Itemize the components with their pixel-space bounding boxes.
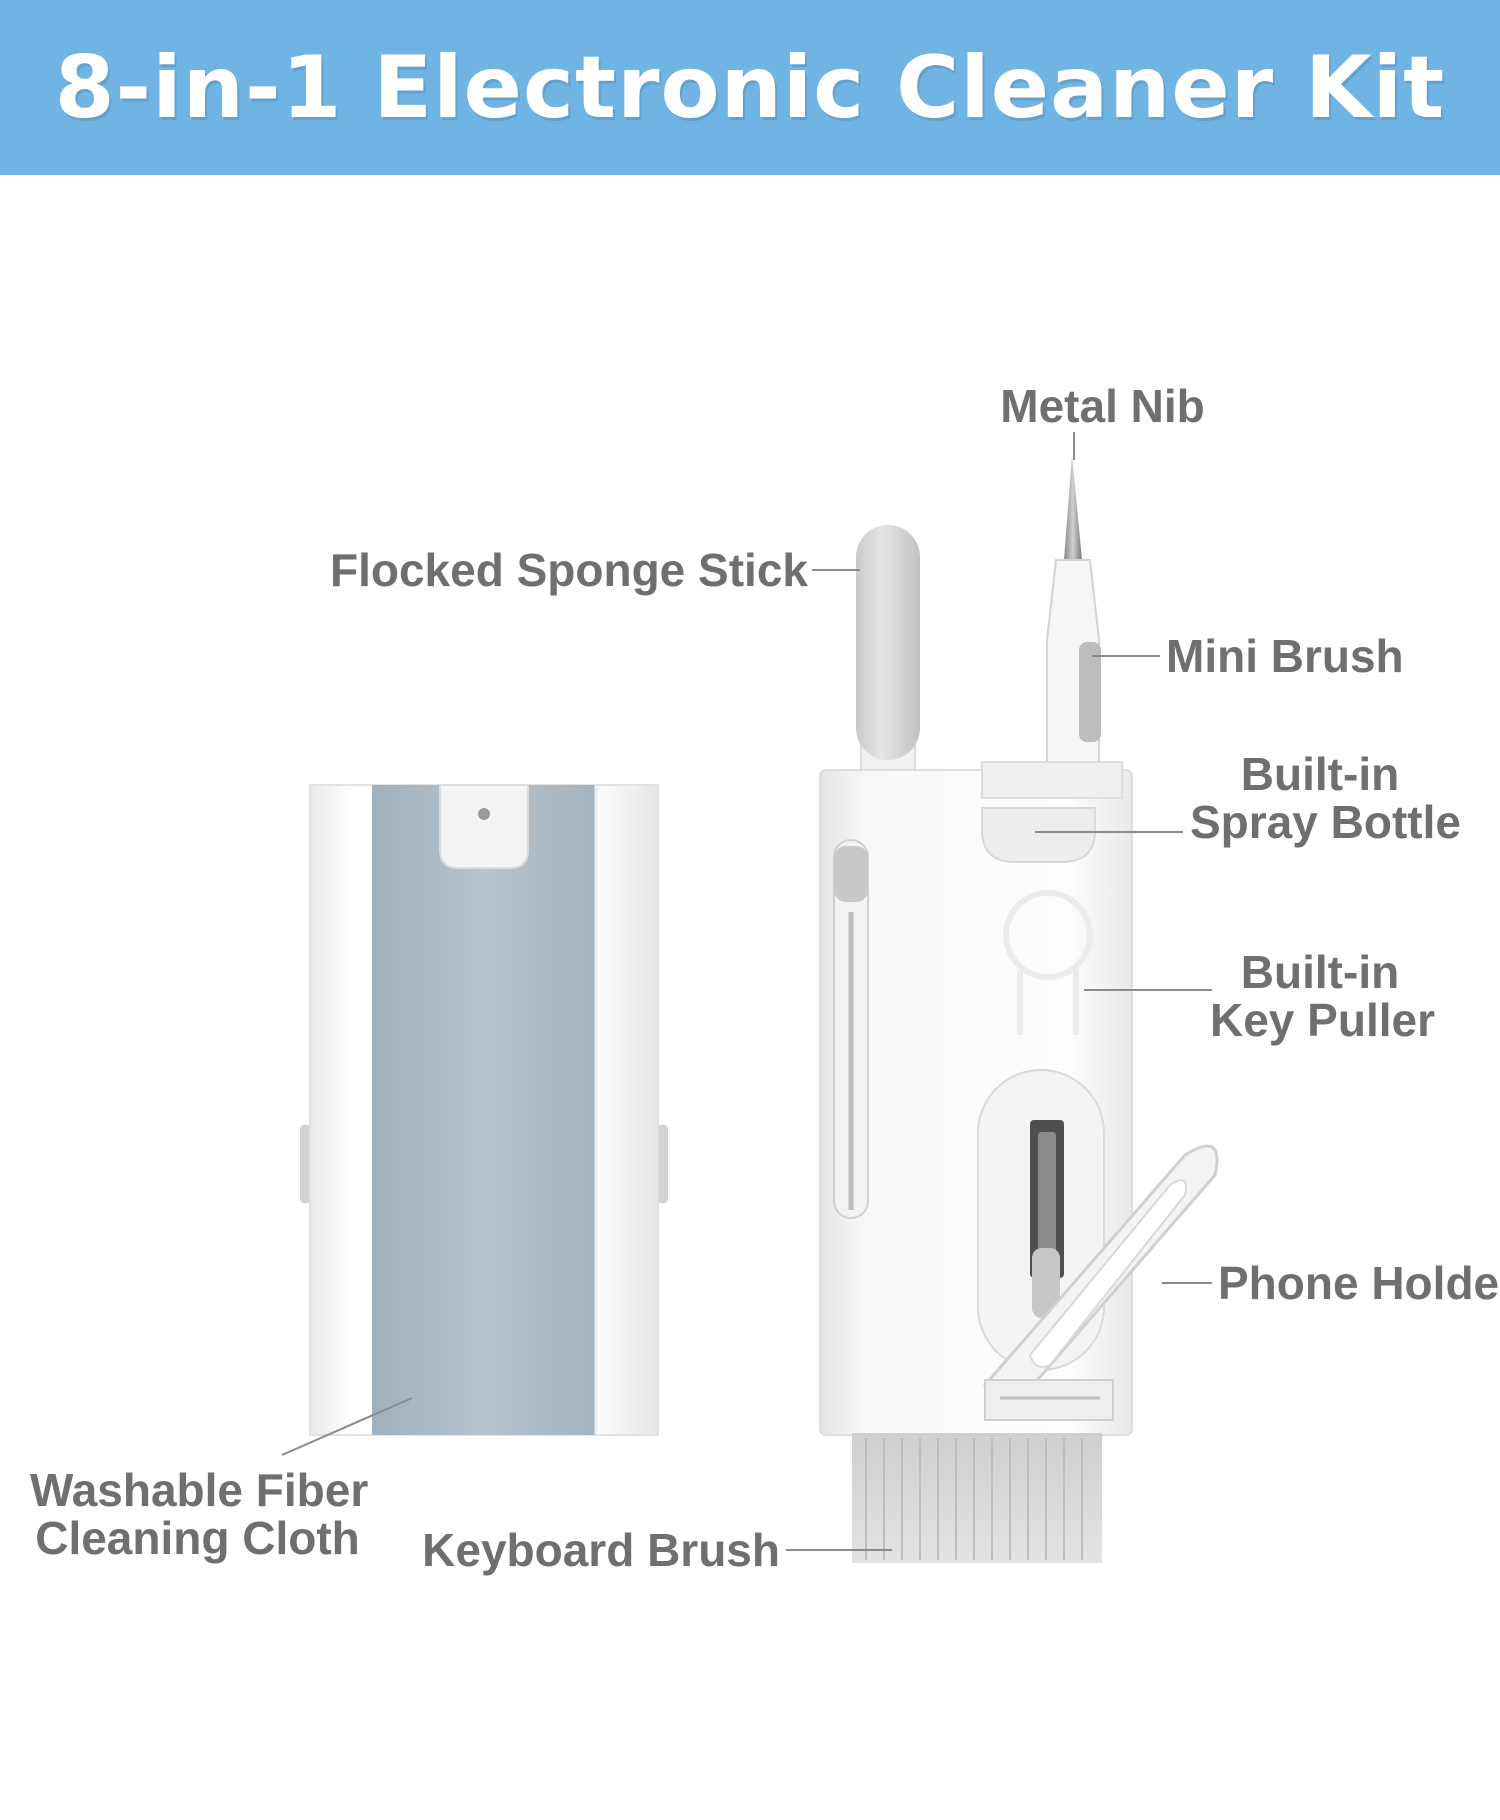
phone-holder-hole — [1028, 1179, 1187, 1368]
spray-bottle-window — [981, 807, 1096, 863]
label-phone-holder: Phone Holder — [1218, 1257, 1500, 1309]
sponge-slider-knob — [834, 846, 868, 902]
phone-holder-hinge — [984, 1379, 1114, 1421]
cleaning-cloth-case — [300, 784, 668, 1436]
metal-nib-pen — [1046, 455, 1101, 776]
leader-lines — [281, 432, 1212, 1551]
label-cleaning-cloth: Washable Fiber Cleaning Cloth — [30, 1464, 369, 1564]
flocked-sponge — [856, 525, 920, 760]
brush-slider-knob — [1032, 1248, 1060, 1318]
label-metal-nib: Metal Nib — [1000, 380, 1205, 432]
leader-cloth — [281, 1397, 413, 1456]
fiber-cloth — [372, 785, 597, 1435]
metal-nib — [1064, 455, 1082, 560]
label-spray-bottle: Built-in Spray Bottle — [1190, 748, 1461, 848]
page-title: 8-in-1 Electronic Cleaner Kit — [54, 37, 1446, 138]
tool-top-cap — [981, 761, 1123, 799]
case-spray-notch — [439, 784, 529, 869]
phone-holder-ring — [983, 1144, 1219, 1421]
cleaner-pen-tool — [819, 455, 1219, 1563]
key-puller-outline — [1003, 890, 1093, 1035]
label-mini-brush: Mini Brush — [1166, 630, 1404, 682]
label-keyboard-brush: Keyboard Brush — [422, 1524, 780, 1576]
label-key-puller: Built-in Key Puller — [1210, 946, 1435, 1046]
label-flocked-sponge-stick: Flocked Sponge Stick — [330, 544, 808, 596]
title-banner: 8-in-1 Electronic Cleaner Kit — [0, 0, 1500, 175]
spray-nozzle — [478, 808, 490, 820]
keyboard-brush-bristles — [852, 1433, 1102, 1563]
brush-slider-slot-inner — [1038, 1132, 1056, 1266]
mini-brush — [1079, 642, 1101, 742]
